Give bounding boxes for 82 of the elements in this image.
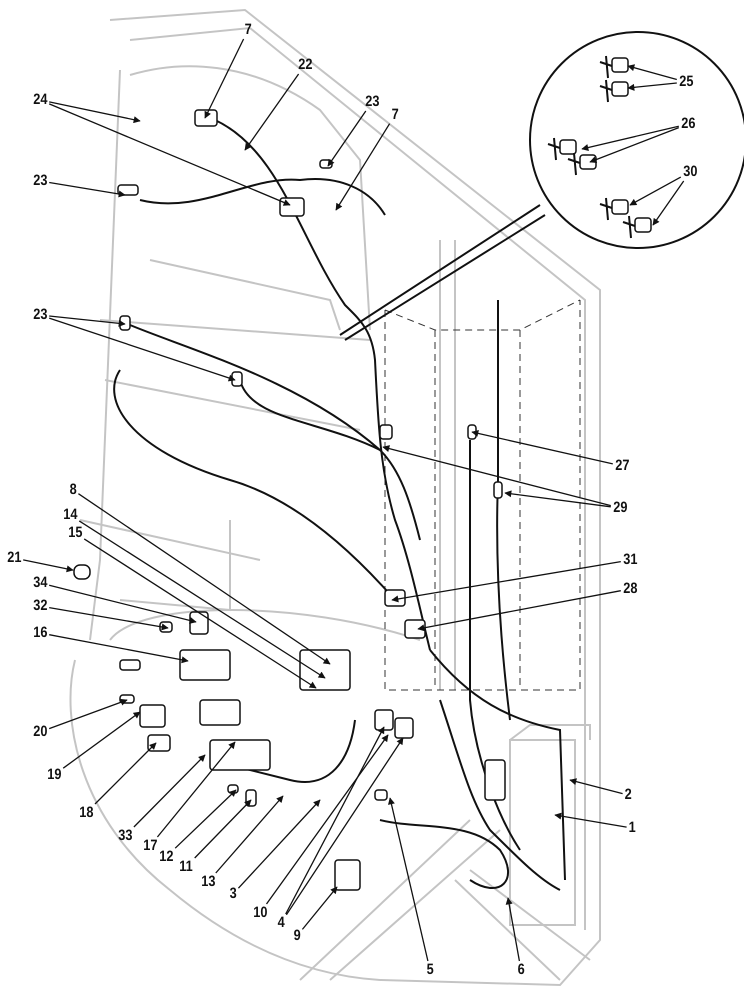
leader-line (23, 559, 74, 572)
callout-number: 23 (32, 307, 47, 323)
callout-number: 32 (32, 598, 47, 614)
callout-number: 26 (680, 116, 695, 132)
leader-line (156, 741, 236, 838)
callout-number: 24 (32, 92, 47, 108)
leader-line (391, 560, 621, 602)
callout-number: 6 (518, 962, 525, 978)
callout-number: 12 (158, 849, 173, 865)
leader-line (627, 64, 677, 80)
callout-number: 13 (200, 874, 215, 890)
leader-line (266, 734, 389, 904)
leader-line (49, 634, 189, 664)
callout-number: 4 (278, 915, 285, 931)
callout-number: 10 (252, 905, 267, 921)
callout-number: 23 (32, 173, 47, 189)
callout-number: 28 (622, 581, 637, 597)
callout-number: 31 (622, 552, 637, 568)
callout-number: 3 (230, 886, 237, 902)
leader-line (382, 445, 611, 506)
callout-number: 25 (678, 74, 693, 90)
leader-line (388, 797, 429, 962)
leader-line (204, 38, 244, 119)
leader-line (48, 103, 291, 206)
leader-line (417, 590, 621, 632)
leader-line (49, 182, 126, 198)
leader-line (506, 897, 520, 962)
leader-line (84, 538, 317, 689)
leader-line (49, 101, 141, 124)
leader-line (471, 430, 613, 465)
callout-number: 23 (364, 94, 379, 110)
callout-number: 22 (298, 57, 312, 73)
leader-line (238, 799, 320, 889)
leader-line (589, 127, 680, 163)
callout-number: 20 (32, 724, 47, 740)
leader-line (504, 490, 611, 508)
leader-line (49, 584, 197, 624)
leader-line (62, 711, 141, 769)
leader-line (133, 754, 206, 828)
callout-number: 9 (294, 928, 301, 944)
leader-line (286, 737, 404, 916)
callout-number: 7 (244, 22, 252, 38)
callout-number: 15 (68, 525, 82, 541)
leader-line (569, 778, 623, 794)
callout-number: 19 (46, 767, 61, 783)
leader-line (327, 110, 366, 167)
callout-number: 11 (179, 859, 193, 875)
leader-line (335, 123, 390, 211)
leader-line (554, 812, 627, 828)
callout-number: 27 (614, 458, 629, 474)
leader-line (244, 74, 300, 151)
callout-number: 16 (32, 625, 47, 641)
leader-line (629, 176, 682, 206)
callout-number: 8 (70, 482, 77, 498)
leader-line (285, 726, 385, 914)
leader-line (652, 180, 684, 226)
leader-line (49, 315, 126, 327)
leader-line (94, 742, 156, 804)
callout-number: 18 (78, 805, 93, 821)
leader-line (194, 800, 252, 858)
callout-number: 33 (118, 828, 132, 844)
callout-number: 7 (392, 107, 399, 123)
leader-line (174, 790, 236, 849)
leader-line (49, 606, 169, 630)
callout-number: 34 (32, 575, 47, 591)
leader-line (78, 493, 331, 665)
callout-number: 30 (682, 164, 697, 180)
leader-line (48, 698, 128, 730)
callout-number: 5 (426, 962, 434, 978)
callout-number: 1 (628, 820, 636, 836)
leader-line (49, 317, 236, 382)
callout-number: 14 (62, 507, 77, 523)
leader-line (302, 886, 338, 930)
leader-line (627, 82, 677, 91)
callout-number: 29 (612, 500, 627, 516)
leader-line (581, 126, 679, 151)
part-drawing (73, 564, 91, 580)
callout-number: 2 (624, 787, 632, 803)
leader-line (215, 795, 284, 874)
leader-line (78, 520, 326, 679)
callout-number: 17 (142, 838, 157, 854)
callout-number: 21 (6, 550, 21, 566)
